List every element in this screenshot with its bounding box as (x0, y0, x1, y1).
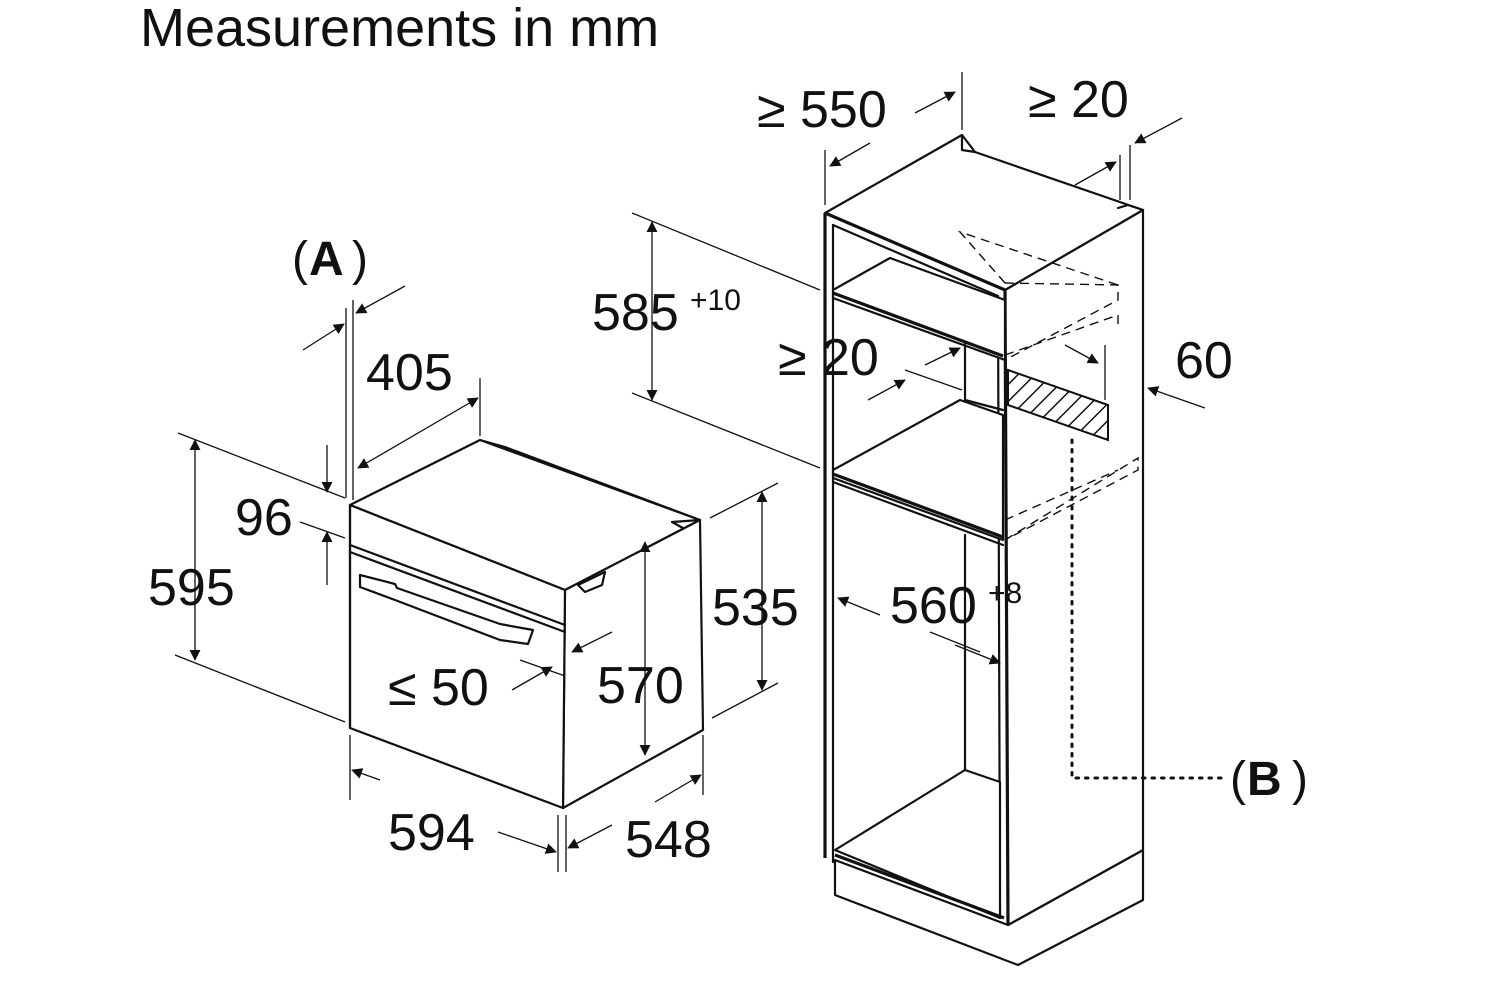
dim-arrow-560-right (954, 644, 1001, 665)
dim-594: 594 (388, 804, 475, 862)
dim-arrow-594-left (351, 768, 381, 781)
cabinet-extension-lines (631, 72, 1131, 653)
dim-96: 96 (235, 489, 293, 547)
dim-arrow-60-left (1064, 344, 1099, 364)
dim-front-gap: ≤ 50 (388, 659, 489, 717)
dim-535: 535 (712, 579, 799, 637)
dim-arrow-550-left (829, 142, 871, 167)
oven-door-handle (358, 573, 535, 646)
dim-cabinet-depth: ≥ 550 (757, 81, 887, 139)
dim-548: 548 (625, 811, 712, 869)
dimension-labels: ( A ) 405 96 595 535 570 ≤ 50 594 548 ≥ … (148, 71, 1308, 869)
dim-595: 595 (148, 559, 235, 617)
dim-arrow-548-right (654, 774, 702, 803)
oven-extension-lines (174, 300, 779, 872)
dim-arrow-20-top-right (1134, 117, 1183, 144)
dim-560: 560 (890, 577, 977, 635)
dim-cabinet-back-gap: ≥ 20 (1028, 71, 1129, 129)
dim-arrow-560-left (837, 596, 881, 616)
dim-arrow-20-mid-left (867, 379, 906, 401)
oven-panel-line-2 (348, 550, 567, 634)
dim-560-tolerance: +8 (988, 577, 1022, 610)
dim-arrow-20-top-left (1074, 161, 1117, 186)
dim-405: 405 (366, 344, 453, 402)
label-a-letter: A (309, 233, 344, 286)
label-b-close: ) (1292, 753, 1308, 806)
cabinet-drawing (823, 133, 1227, 967)
cabinet-dimension-arrows (646, 91, 1206, 665)
label-a-open: ( (292, 233, 308, 286)
dim-niche-side-gap: ≥ 20 (778, 329, 879, 387)
dim-arrow-548-left (567, 824, 613, 849)
dim-585: 585 (592, 284, 679, 342)
dim-arrow-594-right (497, 831, 557, 854)
dim-arrow-50-left (511, 666, 553, 691)
cabinet-right-side (1003, 208, 1145, 927)
vent-opening-hatch (1007, 368, 1109, 442)
label-b-letter: B (1247, 753, 1282, 806)
dim-arrow-a-right (355, 285, 406, 314)
cabinet-right-post (1003, 289, 1010, 926)
oven-dimension-arrows (189, 285, 768, 854)
dim-arrow-20-mid-right (924, 347, 961, 366)
label-b-open: ( (1230, 753, 1246, 806)
dim-585-tolerance: +10 (690, 284, 741, 317)
label-a-close: ) (352, 233, 368, 286)
dim-arrow-50-right (571, 631, 613, 653)
dim-570: 570 (597, 657, 684, 715)
oven-side-bracket (576, 570, 607, 594)
dim-arrow-550-right (914, 91, 956, 114)
dim-arrow-a-left (302, 323, 345, 351)
label-b-leader (1070, 438, 1227, 780)
oven-panel-line (348, 543, 567, 627)
dim-arrow-405 (357, 397, 479, 469)
dim-arrow-60-right (1147, 386, 1206, 409)
dim-60: 60 (1175, 332, 1233, 390)
cabinet-upper-shelf (831, 256, 1007, 362)
oven-drawing (348, 438, 705, 810)
page-title: Measurements in mm (140, 0, 660, 58)
cabinet-niche-shelf (831, 398, 1005, 542)
